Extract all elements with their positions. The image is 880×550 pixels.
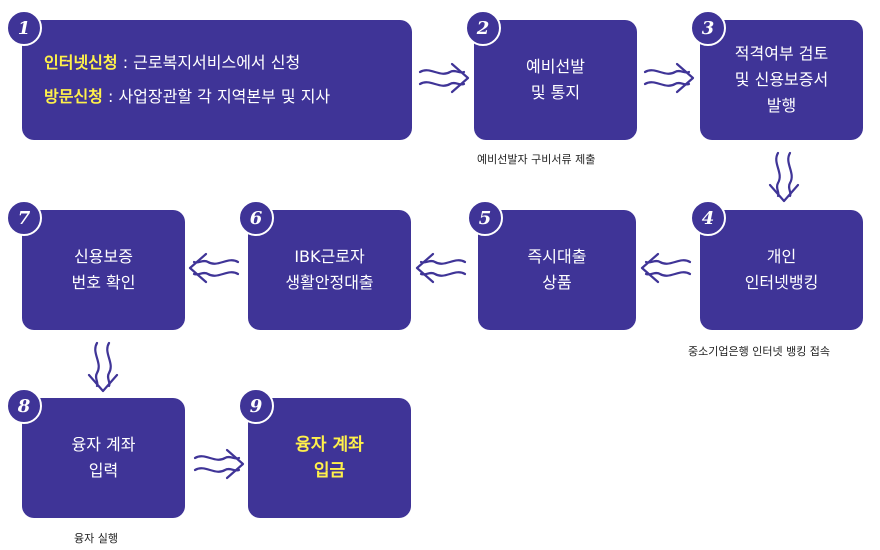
arrow-4-to-5 — [640, 252, 692, 284]
step-6-line-1: IBK근로자 — [294, 247, 365, 266]
step-8-line-1: 융자 계좌 — [71, 435, 136, 454]
step-1-row-internet: 인터넷신청 : 근로복지서비스에서 신청 — [44, 53, 300, 73]
step-5-line-1: 즉시대출 — [527, 247, 587, 266]
step-1-number-badge: 1 — [6, 10, 42, 46]
step-2-line-2: 및 통지 — [530, 83, 581, 102]
step-2-box: 예비선발 및 통지 — [474, 20, 637, 140]
step-9-line-2: 입금 — [313, 461, 346, 481]
arrow-7-to-8 — [87, 341, 119, 393]
step-4-number-badge: 4 — [690, 200, 726, 236]
step-7-line-1: 신용보증 — [74, 247, 133, 266]
step-9-box: 융자 계좌 입금 — [248, 398, 411, 518]
step-4-line-1: 개인 — [766, 247, 797, 266]
step-8-caption: 융자 실행 — [74, 532, 118, 545]
step-4-line-2: 인터넷뱅킹 — [744, 273, 819, 292]
step-1-row-visit: 방문신청 : 사업장관할 각 지역본부 및 지사 — [44, 87, 330, 107]
step-8-box: 융자 계좌 입력 — [22, 398, 185, 518]
step-7-number-badge: 7 — [6, 200, 42, 236]
step-6-line-2: 생활안정대출 — [285, 273, 374, 292]
arrow-5-to-6 — [415, 252, 467, 284]
arrow-1-to-2 — [418, 62, 470, 94]
arrow-3-to-4 — [768, 151, 800, 203]
step-8-line-2: 입력 — [88, 461, 119, 480]
step-1-internet-text: : 근로복지서비스에서 신청 — [117, 53, 301, 72]
step-6-number-badge: 6 — [238, 200, 274, 236]
step-3-line-1: 적격여부 검토 — [734, 44, 829, 63]
step-3-box: 적격여부 검토 및 신용보증서 발행 — [700, 20, 863, 140]
step-3-number-badge: 3 — [690, 10, 726, 46]
step-1-box: 인터넷신청 : 근로복지서비스에서 신청 방문신청 : 사업장관할 각 지역본부… — [22, 20, 412, 140]
step-7-box: 신용보증 번호 확인 — [22, 210, 185, 330]
step-1-visit-keyword: 방문신청 — [44, 87, 103, 106]
step-5-box: 즉시대출 상품 — [478, 210, 636, 330]
step-8-number-badge: 8 — [6, 388, 42, 424]
step-2-number-badge: 2 — [465, 10, 501, 46]
step-2-line-1: 예비선발 — [526, 57, 585, 76]
step-3-line-3: 발행 — [766, 96, 797, 115]
step-9-number-badge: 9 — [238, 388, 274, 424]
arrow-8-to-9 — [193, 448, 245, 480]
arrow-2-to-3 — [643, 62, 695, 94]
arrow-6-to-7 — [188, 252, 240, 284]
step-6-box: IBK근로자 생활안정대출 — [248, 210, 411, 330]
step-4-box: 개인 인터넷뱅킹 — [700, 210, 863, 330]
step-2-caption: 예비선발자 구비서류 제출 — [477, 153, 596, 166]
step-5-line-2: 상품 — [542, 273, 572, 292]
step-1-internet-keyword: 인터넷신청 — [44, 53, 118, 72]
step-4-caption: 중소기업은행 인터넷 뱅킹 접속 — [688, 345, 831, 358]
step-9-line-1: 융자 계좌 — [295, 435, 364, 455]
step-3-line-2: 및 신용보증서 — [734, 70, 829, 89]
step-1-visit-text: : 사업장관할 각 지역본부 및 지사 — [102, 87, 331, 106]
step-5-number-badge: 5 — [467, 200, 503, 236]
step-7-line-2: 번호 확인 — [71, 273, 136, 292]
